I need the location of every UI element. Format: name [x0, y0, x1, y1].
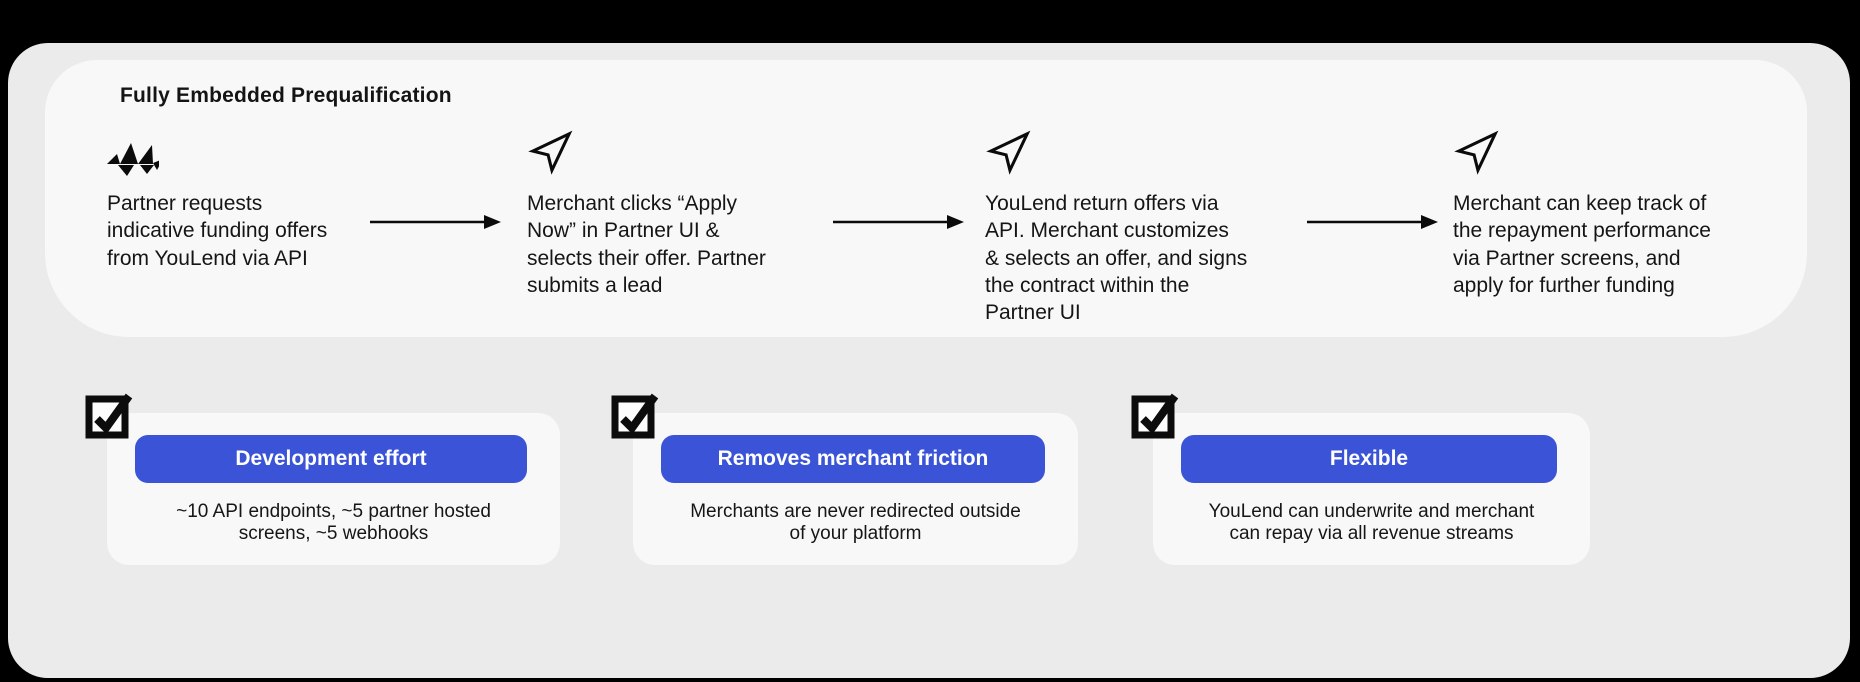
checked-checkbox-icon: [1131, 389, 1181, 439]
benefit-card-removes-friction: Removes merchant friction Merchants are …: [611, 393, 1078, 565]
flow-step-3-text: YouLend return offers via API. Merchant …: [985, 192, 1248, 325]
benefit-description: ~10 API endpoints, ~5 partner hosted scr…: [176, 501, 491, 545]
benefit-description: Merchants are never redirected outside o…: [690, 501, 1021, 545]
flow-step-3: YouLend return offers via API. Merchant …: [985, 122, 1247, 326]
benefit-card-development-effort: Development effort ~10 API endpoints, ~5…: [85, 393, 560, 565]
flow-step-4-text: Merchant can keep track of the repayment…: [1453, 192, 1711, 297]
benefit-pill: Flexible: [1181, 435, 1557, 483]
send-icon: [985, 130, 1031, 176]
checked-checkbox-icon: [85, 389, 135, 439]
slide-board: Fully Embedded Prequalification Partner …: [8, 43, 1850, 678]
flow-panel: Fully Embedded Prequalification Partner …: [45, 60, 1807, 337]
flow-arrow-icon: [1307, 211, 1439, 233]
flow-step-1: Partner requests indicative funding offe…: [107, 122, 327, 272]
send-icon: [1453, 130, 1499, 176]
benefit-card-flexible: Flexible YouLend can underwrite and merc…: [1131, 393, 1590, 565]
benefit-pill: Development effort: [135, 435, 527, 483]
send-icon: [527, 130, 573, 176]
flow-step-2: Merchant clicks “Apply Now” in Partner U…: [527, 122, 766, 299]
flow-step-2-text: Merchant clicks “Apply Now” in Partner U…: [527, 192, 766, 297]
youlend-spark-icon: [107, 142, 159, 176]
panel-title: Fully Embedded Prequalification: [120, 84, 452, 107]
benefit-description: YouLend can underwrite and merchant can …: [1208, 501, 1535, 545]
checked-checkbox-icon: [611, 389, 661, 439]
flow-step-4: Merchant can keep track of the repayment…: [1453, 122, 1711, 299]
benefit-pill: Removes merchant friction: [661, 435, 1045, 483]
flow-arrow-icon: [370, 211, 502, 233]
flow-step-1-text: Partner requests indicative funding offe…: [107, 192, 328, 270]
flow-arrow-icon: [833, 211, 965, 233]
